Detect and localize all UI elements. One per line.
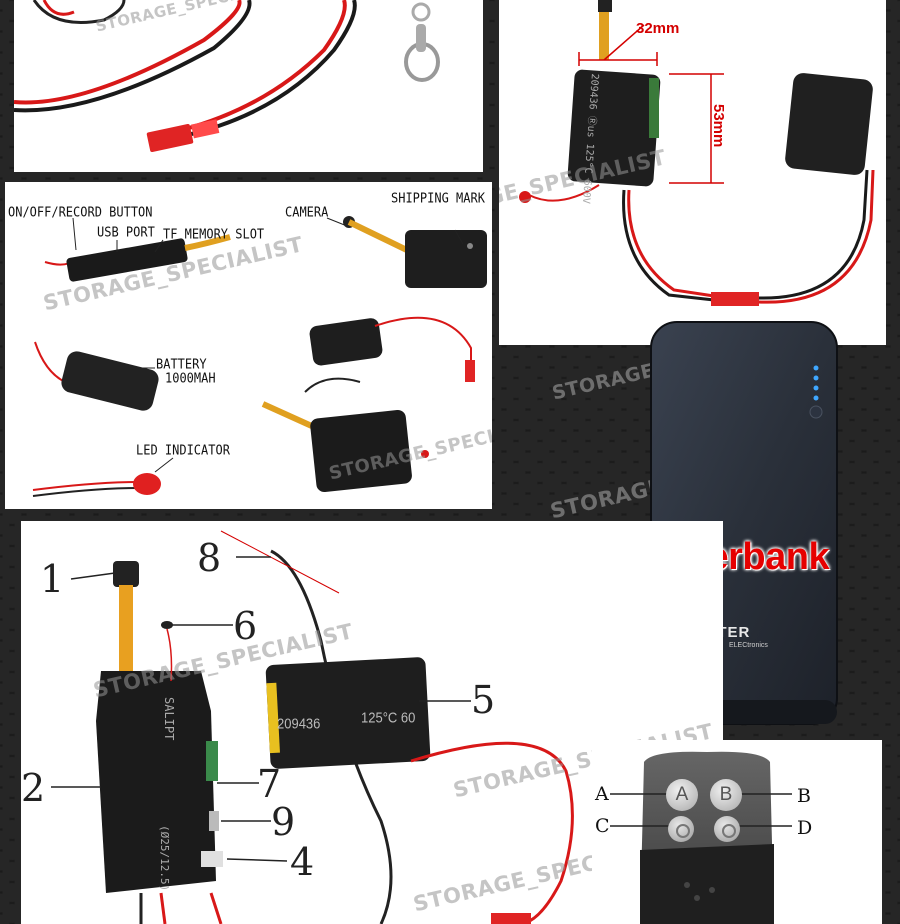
label-battery-capacity: 1000MAH (165, 370, 216, 386)
battery-rating-print: 125°C 60 (361, 709, 416, 726)
wires-keyring-illustration (14, 0, 440, 152)
dimension-illustration (519, 0, 875, 306)
remote-label-b: B (797, 785, 811, 807)
powerbank-brand-sub: ELECtronics (729, 642, 768, 649)
part-number-9: 9 (271, 800, 296, 844)
remote-button-d-circle-icon (722, 824, 736, 838)
board-print: SALIPT (162, 697, 176, 741)
remote-button-d[interactable] (714, 816, 740, 842)
remote-label-c: C (595, 815, 610, 837)
remote-button-c[interactable] (668, 816, 694, 842)
label-shipping-mark: SHIPPING MARK (391, 190, 485, 206)
label-battery: BATTERY (156, 356, 207, 372)
part-number-6: 6 (233, 604, 258, 648)
panel-dimensions: 32mm 53mm 209436 Ⓡus 125°C 600V STORAGE_… (499, 0, 886, 345)
battery-print: 209436 (277, 715, 321, 732)
components-illustration (32, 216, 487, 497)
part-number-2: 2 (21, 766, 46, 810)
panel-remote: A B A B C D (592, 740, 882, 924)
remote-label-d: D (797, 817, 813, 839)
label-usb-port: USB PORT (97, 224, 155, 240)
width-dimension-label: 32mm (636, 20, 680, 37)
remote-label-a: A (595, 783, 609, 805)
remote-button-c-circle-icon (676, 824, 690, 838)
panel-wires-keyring: STORAGE_SPECIALIST (14, 0, 483, 172)
remote-button-a[interactable]: A (666, 779, 698, 811)
panel-component-labels: ON/OFF/RECORD BUTTON USB PORT TF MEMORY … (5, 182, 492, 509)
remote-button-b[interactable]: B (710, 779, 742, 811)
part-number-4: 4 (290, 840, 315, 884)
part-number-8: 8 (197, 536, 222, 580)
part-number-7: 7 (257, 762, 282, 806)
label-camera: CAMERA (285, 204, 329, 220)
label-led-indicator: LED INDICATOR (136, 442, 230, 458)
part-number-5: 5 (471, 678, 496, 722)
label-tf-slot: TF MEMORY SLOT (163, 226, 265, 242)
remote-button-b-mark: B (719, 784, 733, 805)
numbered-parts-illustration (51, 530, 574, 924)
label-power-button: ON/OFF/RECORD BUTTON (8, 204, 153, 220)
remote-button-a-mark: A (675, 784, 689, 805)
board-code-print: (Ø25/12.5) (158, 825, 171, 892)
part-number-1: 1 (40, 557, 65, 601)
